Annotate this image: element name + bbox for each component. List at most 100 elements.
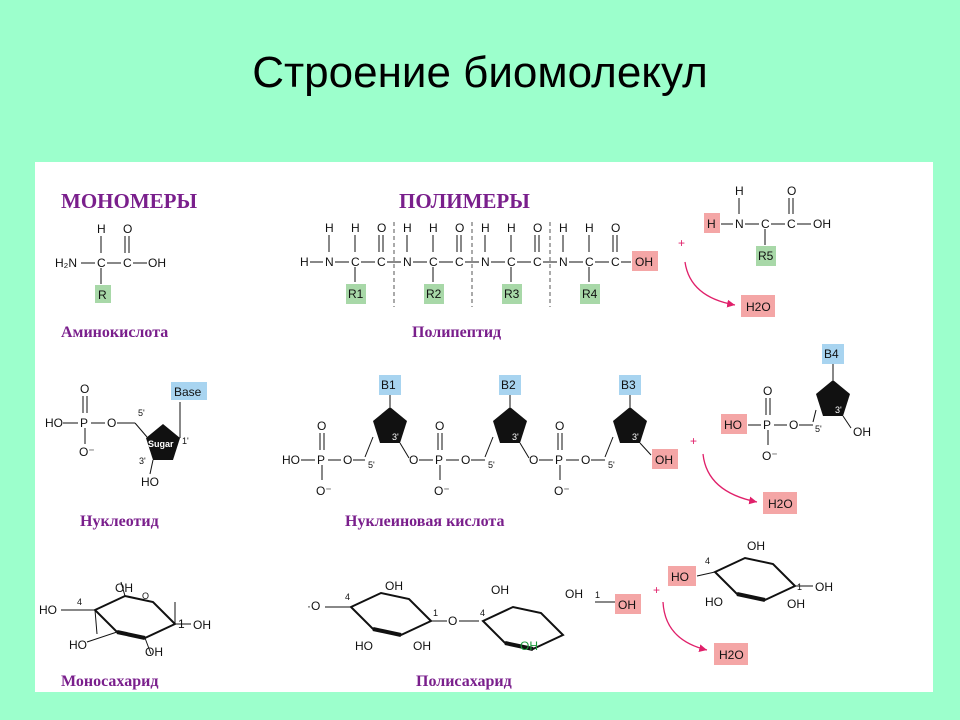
svg-text:OH: OH (787, 597, 805, 611)
caption-nucleotide: Нуклеотид (80, 513, 159, 530)
svg-text:3': 3' (139, 456, 146, 466)
svg-text:C: C (97, 256, 106, 270)
svg-text:N: N (325, 255, 334, 269)
svg-text:O: O (317, 419, 326, 433)
svg-text:C: C (377, 255, 386, 269)
svg-text:+: + (653, 583, 660, 597)
svg-text:OH: OH (193, 618, 211, 632)
svg-text:H: H (97, 222, 106, 236)
added-amino-acid: H NH C CO OH R5 + H2O (678, 184, 831, 317)
svg-text:N: N (403, 255, 412, 269)
svg-text:N: N (559, 255, 568, 269)
svg-text:HO: HO (705, 595, 723, 609)
svg-text:5': 5' (138, 408, 145, 418)
svg-text:O: O (529, 453, 538, 467)
svg-text:O⁻: O⁻ (79, 445, 95, 459)
svg-text:HO: HO (355, 639, 373, 653)
svg-text:H: H (559, 221, 568, 235)
svg-text:P: P (80, 416, 88, 430)
nucleotide-structure: HO P O O⁻ O 5' Sugar Base 1' 3' HO (45, 382, 207, 489)
svg-text:OH: OH (385, 579, 403, 593)
caption-polysaccharide: Полисахарид (416, 673, 512, 690)
svg-text:O⁻: O⁻ (554, 484, 570, 498)
svg-text:O: O (533, 221, 542, 235)
nucleic-acid-structure: HO PO O⁻ O 5' 3' B1 O PO O⁻ O 5' 3' (282, 375, 678, 498)
water-label-3: H2O (719, 648, 744, 662)
svg-text:3': 3' (392, 432, 399, 442)
svg-text:H: H (403, 221, 412, 235)
svg-text:OH: OH (635, 255, 653, 269)
svg-text:O⁻: O⁻ (434, 484, 450, 498)
base-label: Base (174, 385, 202, 399)
svg-text:O⁻: O⁻ (762, 449, 778, 463)
b2-label: B2 (501, 378, 516, 392)
svg-text:C: C (429, 255, 438, 269)
svg-text:H: H (585, 221, 594, 235)
svg-text:5': 5' (488, 460, 495, 470)
svg-text:OH: OH (145, 645, 163, 659)
svg-text:HO: HO (45, 416, 63, 430)
svg-text:O: O (581, 453, 590, 467)
svg-text:H: H (429, 221, 438, 235)
svg-text:H: H (325, 221, 334, 235)
svg-text:H: H (481, 221, 490, 235)
sugar-label: Sugar (148, 439, 174, 449)
svg-text:O: O (787, 184, 796, 198)
r-group-box (95, 285, 111, 303)
caption-amino-acid: Аминокислота (61, 324, 169, 341)
svg-text:OH: OH (413, 639, 431, 653)
b1-label: B1 (381, 378, 396, 392)
svg-text:OH: OH (813, 217, 831, 231)
svg-text:OH: OH (815, 580, 833, 594)
svg-text:3': 3' (835, 405, 842, 415)
svg-text:4: 4 (705, 556, 710, 566)
svg-text:HO: HO (69, 638, 87, 652)
svg-text:OH: OH (115, 581, 133, 595)
svg-text:O: O (343, 453, 352, 467)
svg-text:P: P (555, 453, 563, 467)
svg-text:OH: OH (747, 539, 765, 553)
svg-text:OH: OH (491, 583, 509, 597)
polypeptide-structure: H NH CH CO R1 NH CH CO R2 (300, 221, 658, 307)
svg-text:·O: ·O (307, 599, 320, 613)
svg-text:O: O (555, 419, 564, 433)
svg-text:C: C (761, 217, 770, 231)
svg-text:OH: OH (655, 453, 673, 467)
svg-text:H₂N: H₂N (55, 256, 77, 270)
svg-text:HO: HO (141, 475, 159, 489)
svg-text:N: N (735, 217, 744, 231)
polysaccharide-structure: ·O 4 OH HO OH 1 O 4 OH OH 1 OH OH (307, 579, 641, 653)
svg-text:O: O (455, 221, 464, 235)
svg-text:OH: OH (520, 639, 538, 653)
svg-text:C: C (787, 217, 796, 231)
svg-text:C: C (533, 255, 542, 269)
r1-label: R1 (348, 287, 364, 301)
svg-text:5': 5' (608, 460, 615, 470)
svg-text:C: C (611, 255, 620, 269)
page-title: Строение биомолекул (252, 48, 708, 97)
svg-text:4: 4 (480, 608, 485, 618)
monosaccharide-structure: O OH HO 4 1 OH HO OH (39, 581, 211, 659)
svg-text:5': 5' (368, 460, 375, 470)
water-label-1: H2O (746, 300, 771, 314)
amino-acid-structure: H₂N C C OH H O R (55, 222, 166, 303)
caption-polypeptide: Полипептид (412, 324, 502, 341)
svg-text:OH: OH (148, 256, 166, 270)
svg-text:H: H (351, 221, 360, 235)
caption-monosaccharide: Моносахарид (61, 673, 159, 690)
svg-text:O: O (80, 382, 89, 396)
svg-text:H: H (507, 221, 516, 235)
r3-label: R3 (504, 287, 520, 301)
svg-text:O⁻: O⁻ (316, 484, 332, 498)
svg-text:OH: OH (853, 425, 871, 439)
svg-text:4: 4 (345, 592, 350, 602)
diagram-panel: МОНОМЕРЫ ПОЛИМЕРЫ Аминокислота Полипепти… (35, 162, 933, 692)
monomers-header: МОНОМЕРЫ (61, 189, 198, 213)
b4-label: B4 (824, 347, 839, 361)
svg-text:O: O (448, 614, 457, 628)
svg-text:H: H (707, 217, 716, 231)
svg-text:O: O (611, 221, 620, 235)
svg-text:+: + (690, 434, 697, 448)
svg-text:N: N (481, 255, 490, 269)
svg-text:C: C (351, 255, 360, 269)
